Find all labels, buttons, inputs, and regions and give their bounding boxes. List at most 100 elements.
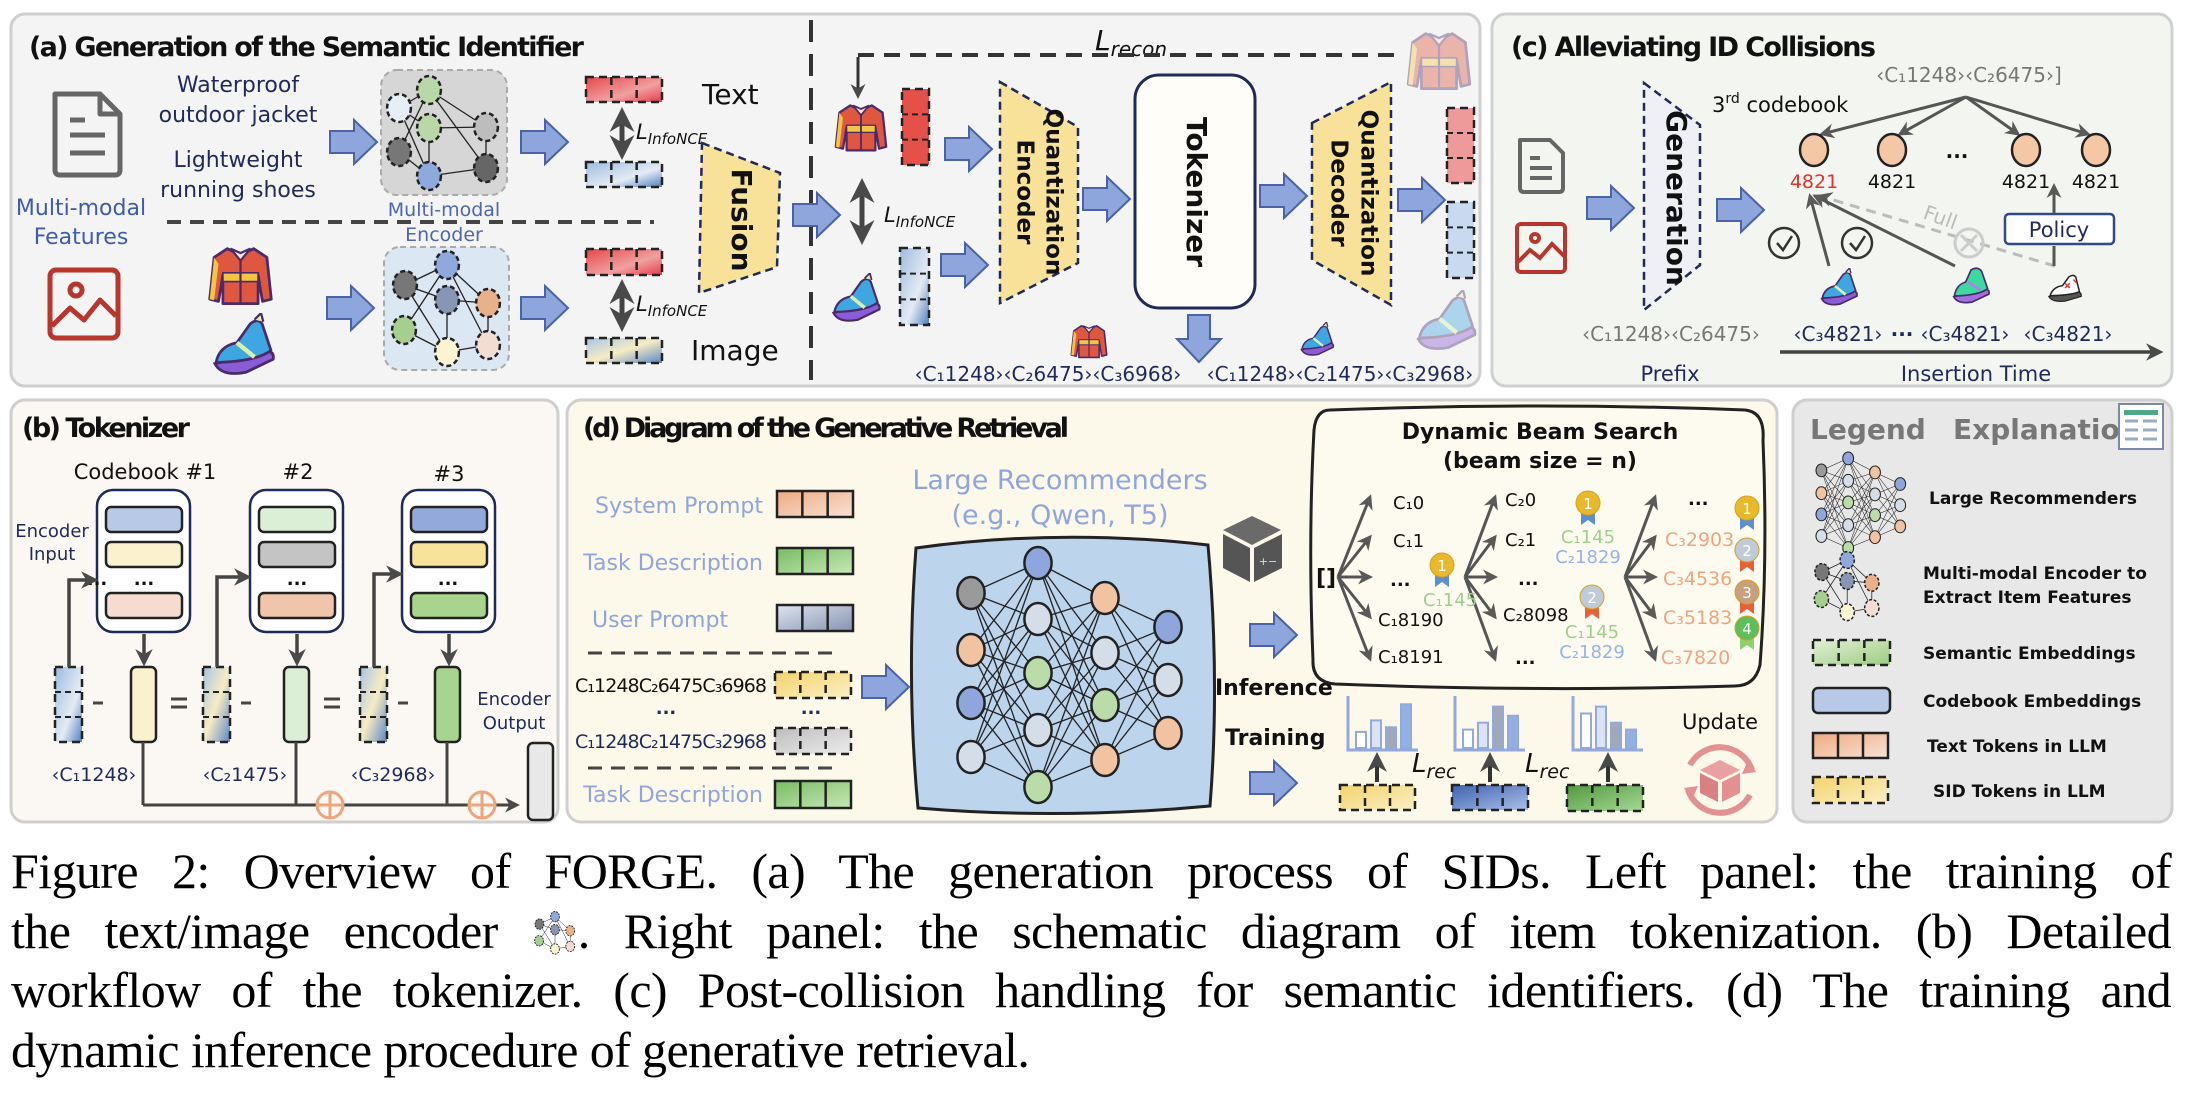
token-strip-body bbox=[773, 670, 853, 700]
medal-rank: 1 bbox=[1583, 495, 1593, 513]
medal-disc bbox=[1734, 615, 1760, 641]
policy-box bbox=[2003, 212, 2116, 246]
nn-edge bbox=[1037, 597, 1106, 674]
medal-icon: 4 bbox=[1734, 615, 1760, 650]
loss-symbol: L bbox=[636, 292, 648, 316]
codebook-ellipsis: ... bbox=[134, 569, 155, 590]
chart-bar bbox=[1492, 705, 1504, 749]
prefix-top-code: ‹C₁1248›‹C₂6475›] bbox=[1876, 63, 2062, 87]
level3-candidate: C₃7820 bbox=[1661, 647, 1730, 669]
chart-axis bbox=[1571, 696, 1643, 752]
level1-candidate: C₁8191 bbox=[1378, 647, 1444, 668]
panel-c: (c) Alleviating ID Collisions ‹C₁1248›‹C… bbox=[1490, 12, 2174, 388]
nn-edge bbox=[446, 264, 489, 346]
nn-node bbox=[1863, 598, 1880, 618]
chart-bar bbox=[1355, 730, 1367, 750]
codebook-entry bbox=[257, 505, 337, 534]
legend-label: Extract Item Features bbox=[1923, 588, 2131, 608]
sid-tokens bbox=[773, 726, 853, 756]
nn-edge bbox=[1847, 458, 1876, 516]
text-embedding-tokens bbox=[584, 75, 664, 104]
caption-text: the text/image encoder bbox=[11, 902, 498, 959]
codebook-node bbox=[2080, 132, 2112, 168]
nn-node bbox=[549, 910, 560, 922]
beam-arrow bbox=[1463, 576, 1498, 662]
selected-codeword bbox=[282, 665, 311, 744]
beam-arrow bbox=[1336, 494, 1373, 578]
nn-node bbox=[415, 112, 443, 144]
beam-arrow bbox=[1623, 576, 1657, 620]
table-icon bbox=[2118, 403, 2164, 450]
nn-edge bbox=[1821, 458, 1849, 494]
medal-rank: 2 bbox=[1587, 589, 1597, 607]
token-strip-body bbox=[584, 75, 664, 104]
nn-edge bbox=[1874, 483, 1901, 516]
codebooks bbox=[95, 488, 497, 634]
inserted-code: ‹C₃4821› bbox=[2024, 322, 2113, 346]
nn-node bbox=[1839, 603, 1856, 622]
codebook-ellipsis: ... bbox=[438, 569, 459, 590]
nn-node bbox=[1869, 530, 1881, 545]
level2-pick-1-c2: C₂1829 bbox=[1555, 547, 1621, 568]
plus-mark bbox=[317, 792, 343, 818]
level2-candidate: C₂1 bbox=[1505, 530, 1536, 551]
features-label-line1: Multi-modal bbox=[16, 196, 146, 221]
semantic-embedding-swatch bbox=[1811, 638, 1892, 667]
image-modality-label: Image bbox=[691, 334, 779, 367]
quant-decoder-label-line2: Decoder bbox=[1326, 139, 1352, 247]
codebook-label: 3rd codebook bbox=[1712, 91, 1849, 117]
beam-arrow bbox=[1336, 534, 1372, 578]
codebook-node bbox=[1876, 132, 1908, 168]
medal-disc bbox=[1575, 490, 1601, 516]
nn-edge bbox=[1821, 493, 1849, 549]
quant-decoder-label-line1: Quantization bbox=[1356, 110, 1382, 277]
sid-sequence-2: C₁1248C₂1475C₃2968 bbox=[575, 731, 767, 753]
nn-edge bbox=[970, 562, 1039, 704]
system-prompt-label: System Prompt bbox=[595, 494, 763, 519]
legend-label: Large Recommenders bbox=[1929, 489, 2137, 509]
nn-node bbox=[1813, 589, 1830, 609]
level2-pick-2-c2: C₂1829 bbox=[1559, 642, 1625, 663]
token-ellipsis: ... bbox=[801, 698, 822, 719]
nn-node bbox=[1894, 498, 1907, 513]
residual-arrow bbox=[372, 565, 404, 667]
image-embedding-tokens bbox=[584, 247, 664, 277]
quant-encoder-label-line2: Encoder bbox=[1012, 140, 1038, 246]
nn-edge bbox=[970, 702, 1039, 788]
loss-symbol: L bbox=[1525, 749, 1540, 779]
level1-candidate: C₁0 bbox=[1393, 493, 1424, 514]
token-strip-body bbox=[1445, 200, 1476, 280]
nn-node bbox=[1153, 609, 1183, 645]
model-title-line1: Large Recommenders bbox=[912, 465, 1207, 496]
legend-label: Multi-modal Encoder to bbox=[1923, 564, 2147, 584]
beam-arrow bbox=[1623, 534, 1657, 578]
loss-symbol: L bbox=[884, 203, 896, 227]
caption-line: workflow of the tokenizer. (c) Post-coll… bbox=[11, 962, 2172, 1018]
shoe-embedding bbox=[898, 246, 931, 327]
sid-target-tokens bbox=[1450, 783, 1530, 812]
medal-icon: 2 bbox=[1734, 537, 1760, 572]
medal-icon: 1 bbox=[1575, 490, 1601, 525]
nn-edge bbox=[1848, 472, 1876, 503]
selected-codeword bbox=[129, 665, 158, 744]
insertion-time-label: Insertion Time bbox=[1901, 362, 2051, 386]
chart-bar bbox=[1610, 721, 1622, 750]
code-3: ‹C₃2968› bbox=[351, 764, 435, 786]
legend-panel: Legend Explanation Large Recommenders Mu… bbox=[1791, 398, 2174, 824]
level3-candidate: C₃4536 bbox=[1663, 568, 1732, 590]
sequence-ellipsis: ... bbox=[656, 698, 677, 719]
task-description-label-2: Task Description bbox=[582, 783, 763, 808]
beam-root: [] bbox=[1316, 566, 1336, 591]
medal-icon: 1 bbox=[1429, 552, 1455, 587]
residual-arrow bbox=[215, 568, 252, 667]
nn-node bbox=[1023, 601, 1053, 637]
quant-encoder-label-line1: Quantization bbox=[1041, 109, 1067, 276]
text-feature-2-line2: running shoes bbox=[160, 178, 316, 203]
medal-rank: 3 bbox=[1742, 584, 1752, 602]
nn-edge bbox=[1037, 597, 1106, 788]
image-encoder-network-icon bbox=[390, 249, 502, 368]
encoder-output-vector bbox=[526, 741, 555, 822]
token-strip-body bbox=[358, 665, 389, 744]
chart-bar bbox=[1595, 705, 1607, 749]
